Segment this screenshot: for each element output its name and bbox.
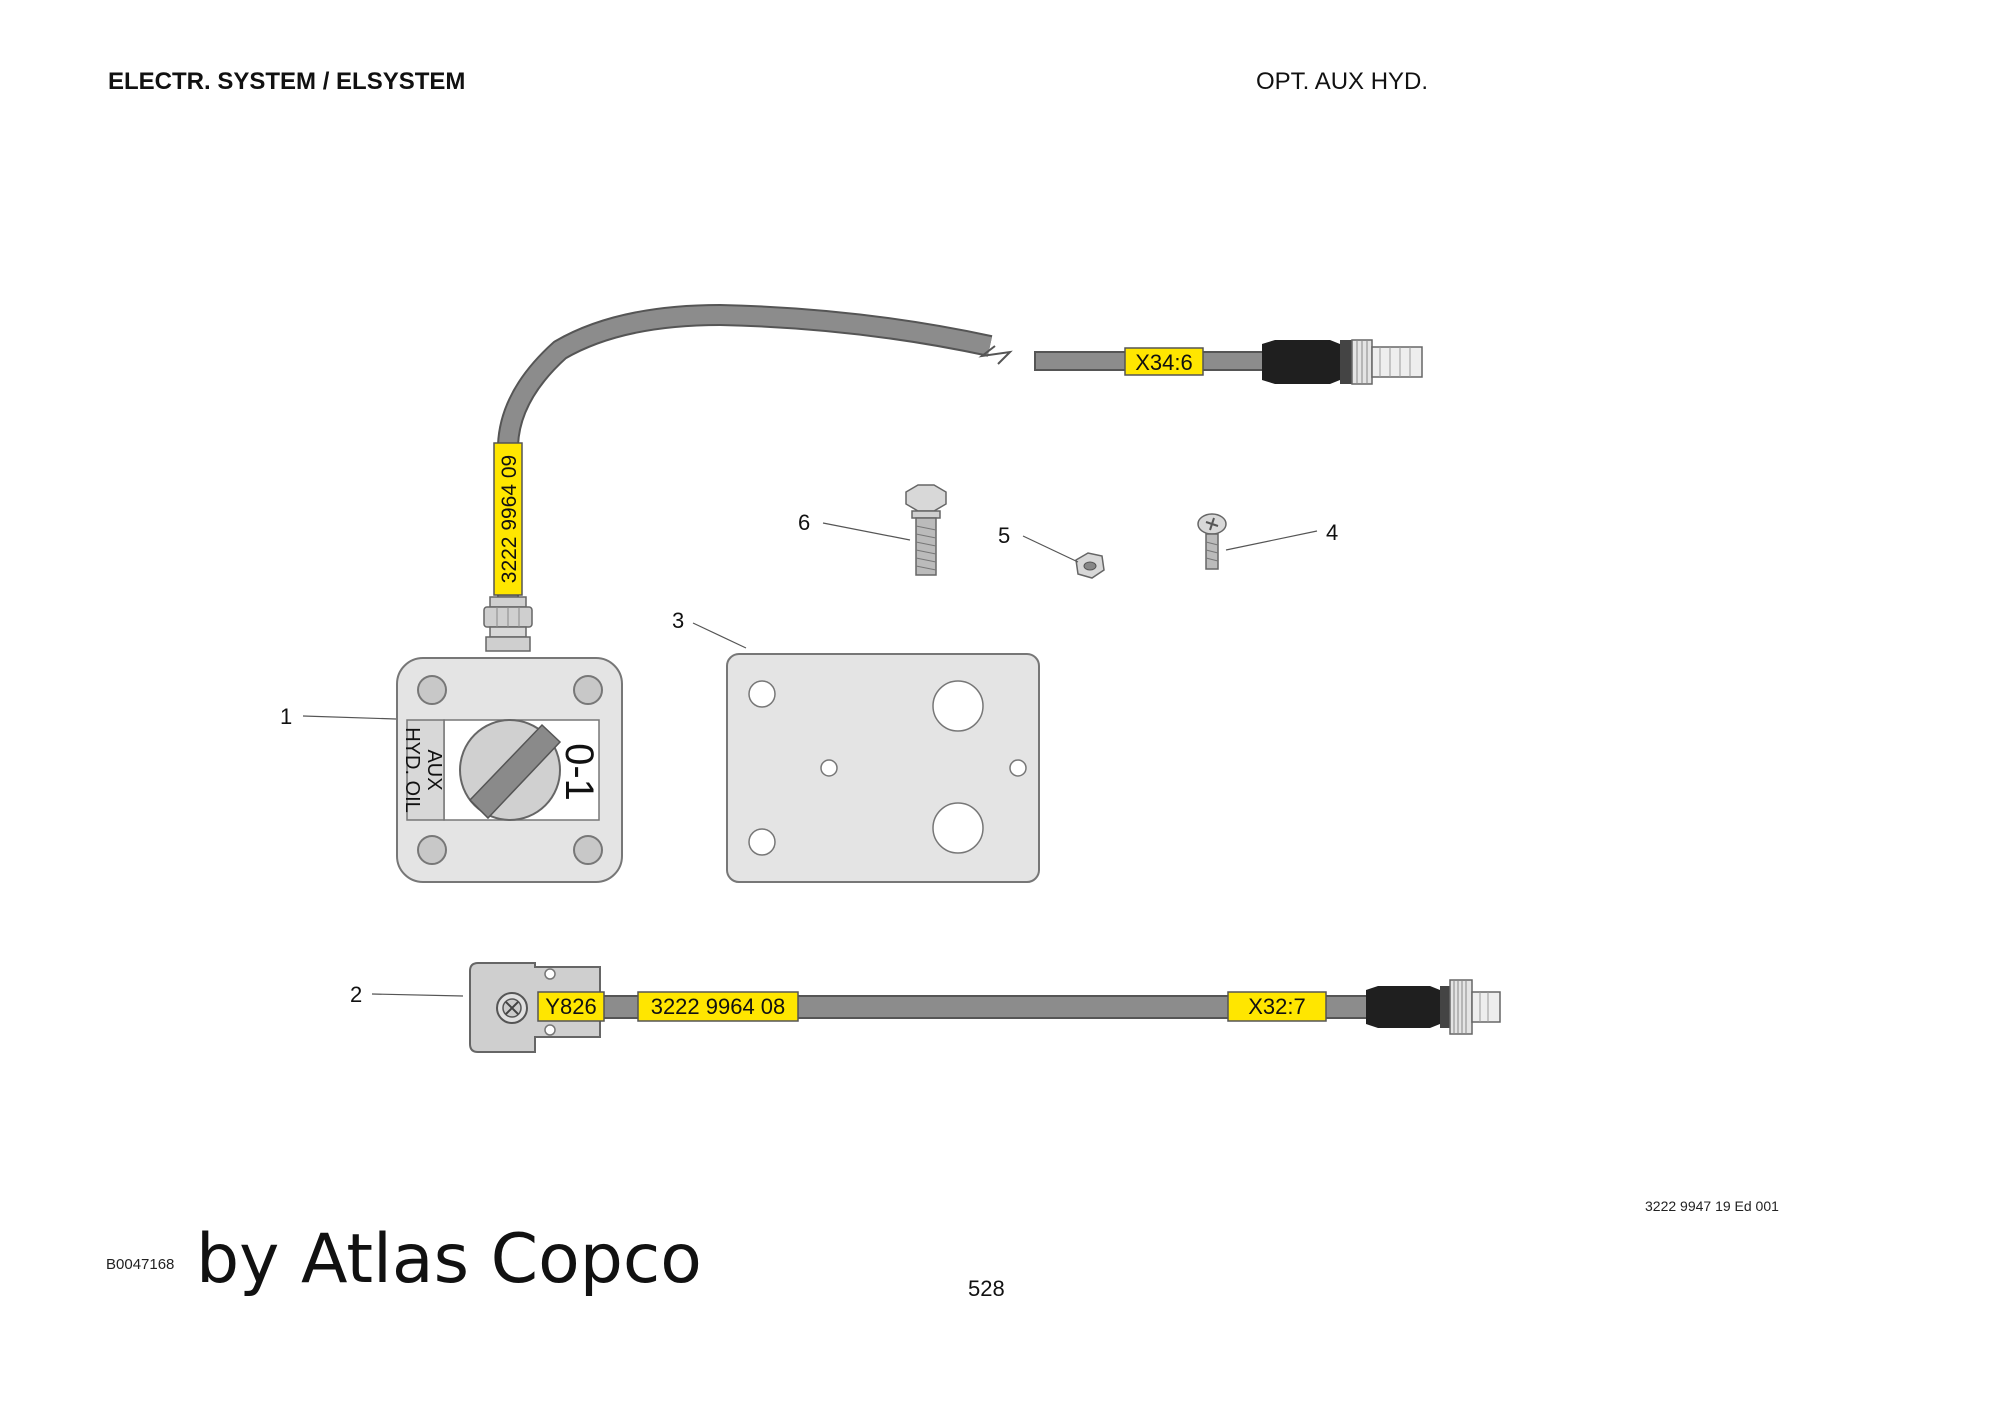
solenoid-tag-y826-text: Y826 <box>545 994 596 1019</box>
screw <box>1197 513 1227 570</box>
subsection-title: OPT. AUX HYD. <box>1256 68 1429 95</box>
cable-tag-9964-09 <box>493 442 523 596</box>
callout-5: 5 <box>998 523 1010 548</box>
section-title: ELECTR. SYSTEM / ELSYSTEM <box>108 68 466 95</box>
switch-label-aux: AUX <box>423 749 445 790</box>
document-number: 3222 9947 19 Ed 001 <box>1645 1198 1779 1214</box>
page-number: 528 <box>968 1276 1005 1301</box>
callout-4: 4 <box>1326 520 1338 545</box>
callouts: 1 2 3 4 5 6 <box>280 510 1338 1007</box>
cable-tag-9964-08-text: 3222 9964 08 <box>651 994 786 1019</box>
connector-tag-x34 <box>1124 347 1204 376</box>
solenoid-tag-y826 <box>537 991 605 1022</box>
nut <box>1075 552 1105 579</box>
connector-tag-x34-text: X34:6 <box>1135 350 1193 375</box>
switch-cable: X34:6 3222 9964 09 <box>483 303 1423 652</box>
cable-tag-9964-08 <box>637 991 799 1022</box>
switch-label-hyd-oil: HYD. OIL <box>401 727 423 813</box>
callout-3: 3 <box>672 608 684 633</box>
connector-tag-x32-text: X32:7 <box>1248 994 1306 1019</box>
connector-x34 <box>1262 340 1340 384</box>
switch-position-text: 0-1 <box>557 743 601 801</box>
mounting-plate <box>726 653 1040 883</box>
callout-1: 1 <box>280 704 292 729</box>
image-code: B0047168 <box>106 1256 175 1273</box>
callout-6: 6 <box>798 510 810 535</box>
solenoid-cable: Y826 3222 9964 08 X32:7 <box>469 962 1501 1053</box>
connector-tag-x32 <box>1227 991 1327 1022</box>
cable-tag-9964-09-text: 3222 9964 09 <box>498 455 521 583</box>
connector-x32 <box>1366 986 1440 1028</box>
brand-text: by Atlas Copco <box>196 1220 702 1299</box>
aux-hyd-switch: AUX HYD. OIL 0-1 <box>396 657 623 883</box>
bolt <box>905 484 947 576</box>
callout-2: 2 <box>350 982 362 1007</box>
